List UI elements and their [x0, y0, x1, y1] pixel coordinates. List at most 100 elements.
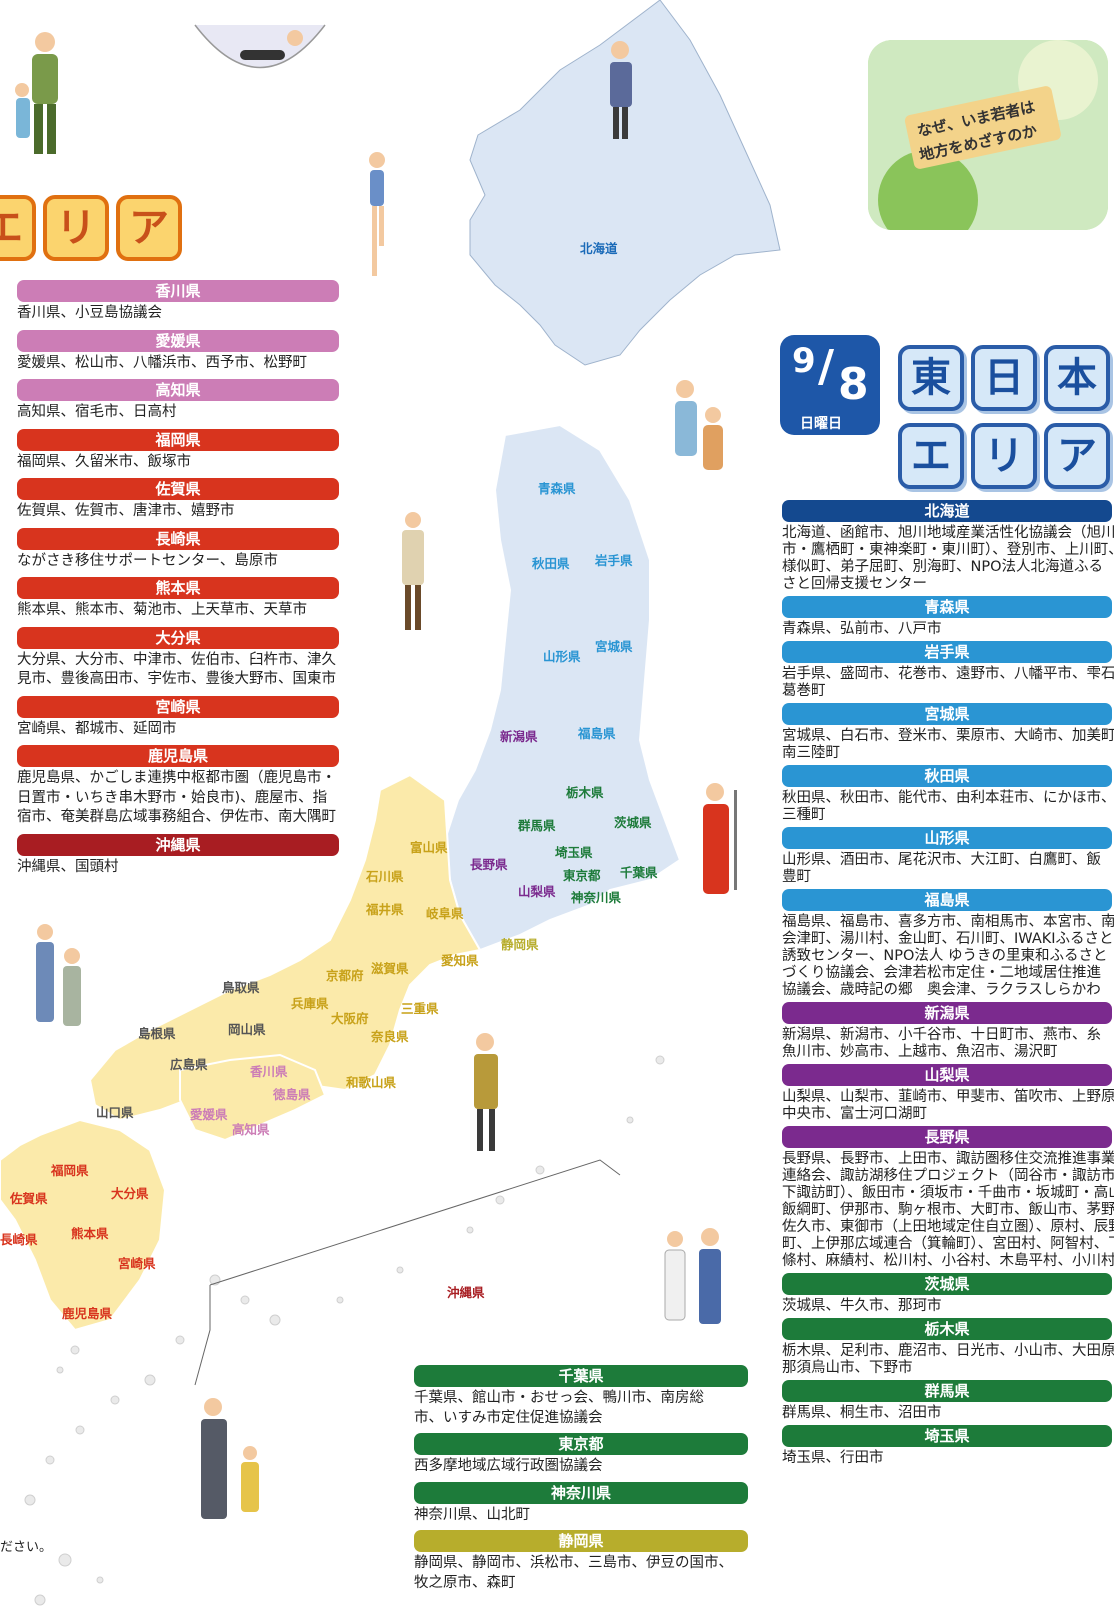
map-label-fukuoka: 福岡県: [51, 1163, 89, 1178]
east-entry-text: 福島県、福島市、喜多方市、南相馬市、本宮市、南: [782, 914, 1114, 930]
map-label-mie: 三重県: [401, 1001, 439, 1016]
west-entry-text: 沖縄県、国頭村: [17, 858, 119, 875]
map-label-ehime: 愛媛県: [190, 1107, 228, 1122]
map-label-gifu: 岐阜県: [426, 906, 464, 921]
east-entry-header: 山梨県: [782, 1064, 1112, 1086]
west-entry-header: 香川県: [17, 280, 339, 302]
east-entry-text: 茨城県、牛久市、那珂市: [782, 1298, 942, 1314]
east-entry-text: づくり協議会、会津若松市定住・二地域居住推進: [782, 965, 1101, 981]
map-label-shimane: 島根県: [138, 1026, 176, 1041]
middle-entry-text: 神奈川県、山北町: [414, 1506, 530, 1523]
map-label-tokushima: 徳島県: [273, 1087, 311, 1102]
east-entry-text: 山形県、酒田市、尾花沢市、大江町、白鷹町、飯: [782, 852, 1101, 868]
map-label-iwate: 岩手県: [595, 553, 633, 568]
east-entry-text: 様似町、弟子屈町、別海町、NPO法人北海道ふる: [782, 559, 1104, 575]
middle-entry-text: 千葉県、館山市・おせっ会、鴨川市、南房総: [414, 1390, 704, 1406]
map-label-kumamoto: 熊本県: [71, 1226, 109, 1241]
cooks-illustration: [655, 1225, 735, 1340]
map-label-hokkaido: 北海道: [580, 241, 618, 256]
east-area-char-2: リ: [971, 423, 1037, 489]
businessman-illustration: [185, 1395, 275, 1525]
east-entry-text: 岩手県、盛岡市、花巻市、遠野市、八幡平市、雫石町、: [782, 666, 1114, 682]
map-label-nagasaki: 長崎県: [0, 1232, 38, 1247]
map-label-gunma: 群馬県: [518, 818, 556, 833]
west-area-char-2: リ: [43, 195, 109, 261]
east-area-char-3: ア: [1044, 423, 1110, 489]
couple-illustration: [30, 920, 90, 1040]
map-label-fukui: 福井県: [366, 902, 404, 917]
event-date-month: 9: [792, 341, 816, 381]
map-label-aomori: 青森県: [538, 481, 576, 496]
east-entry-text: 青森県、弘前市、八戸市: [782, 621, 942, 637]
west-entry-header: 高知県: [17, 379, 339, 401]
middle-entry-text: 西多摩地域広域行政圏協議会: [414, 1458, 603, 1474]
east-entry-text: 誘致センター、NPO法人 ゆうきの里東和ふるさと: [782, 948, 1108, 964]
west-area-title: エ リ ア: [0, 195, 200, 265]
east-entry-text: 北海道、函館市、旭川地域産業活性化協議会（旭川: [782, 525, 1114, 541]
map-label-kagawa: 香川県: [250, 1064, 288, 1079]
west-entry-text: 日置市・いちき串木野市・姶良市)、鹿屋市、指: [17, 789, 328, 806]
map-label-miyagi: 宮城県: [595, 639, 633, 654]
map-label-niigata: 新潟県: [500, 729, 538, 744]
map-label-ishikawa: 石川県: [366, 869, 404, 884]
map-label-saga: 佐賀県: [10, 1191, 48, 1206]
east-entry-text: 佐久市、東御市（上田地域定住自立圏）、原村、辰野: [782, 1219, 1114, 1235]
west-entry-text: 高知県、宿毛市、日高村: [17, 404, 177, 420]
event-date-day: 8: [838, 359, 869, 410]
map-label-chiba: 千葉県: [620, 865, 658, 880]
east-entry-text: 那須烏山市、下野市: [782, 1360, 913, 1376]
map-label-shiga: 滋賀県: [371, 961, 409, 976]
map-label-okinawa: 沖縄県: [447, 1285, 485, 1300]
east-entry-text: 埼玉県、行田市: [782, 1450, 884, 1466]
map-label-yamanashi: 山梨県: [518, 884, 556, 899]
west-entry-header: 宮崎県: [17, 695, 339, 718]
map-label-kagoshima: 鹿児島県: [62, 1306, 113, 1321]
middle-entry-text: 牧之原市、森町: [414, 1574, 516, 1591]
hokkaido-shape: [469, 0, 781, 366]
east-entry-text: 秋田県、秋田市、能代市、由利本荘市、にかほ市、: [782, 790, 1114, 806]
east-entry-text: 会津町、湯川村、金山町、石川町、IWAKIふるさと: [782, 931, 1114, 947]
east-entry-header: 埼玉県: [782, 1425, 1112, 1447]
map-label-ibaraki: 茨城県: [614, 815, 652, 830]
map-label-miyazaki: 宮崎県: [118, 1256, 156, 1271]
yoga-figure-illustration: [357, 148, 397, 283]
east-entry-text: さと回帰支援センター: [782, 576, 927, 592]
east-entry-text: 市・鷹栖町・東神楽町・東川町）、登別市、上川町、: [782, 542, 1114, 558]
west-footer-note: ださい。: [0, 1540, 53, 1555]
people-illustration: [10, 30, 80, 160]
map-label-aichi: 愛知県: [441, 953, 479, 968]
west-area-char-1: エ: [0, 195, 36, 261]
east-entry-header: 青森県: [782, 596, 1112, 618]
east-entry-text: 葛巻町: [782, 683, 826, 699]
east-entry-text: 協議会、歳時記の郷 奥会津、ラクラスしらかわ: [782, 982, 1101, 998]
map-label-osaka: 大阪府: [331, 1011, 369, 1026]
map-label-kochi: 高知県: [232, 1122, 270, 1137]
middle-entry-header: 神奈川県: [414, 1481, 748, 1504]
family-illustration: [665, 375, 735, 505]
east-entry-header: 群馬県: [782, 1380, 1112, 1402]
west-entry-header: 大分県: [17, 626, 339, 649]
kyushu-shape: [0, 1118, 167, 1332]
east-entry-text: 條村、麻績村、松川村、小谷村、木島平村、小川村: [782, 1253, 1114, 1269]
east-entry-header: 山形県: [782, 827, 1112, 849]
middle-entry-header: 東京都: [414, 1433, 748, 1455]
east-entry-text: 群馬県、桐生市、沼田市: [782, 1405, 942, 1421]
event-date-slash: /: [818, 341, 835, 392]
west-entry-text: 宿市、奄美群島広域事務組合、伊佐市、南大隅町: [17, 809, 336, 825]
map-label-okayama: 岡山県: [228, 1022, 266, 1037]
chef-illustration: [600, 38, 640, 143]
map-label-shizuoka: 静岡県: [501, 937, 539, 952]
east-entry-header: 宮城県: [782, 703, 1112, 725]
apron-man-illustration: [393, 510, 433, 635]
west-entry-header: 長崎県: [17, 527, 339, 550]
east-title-char-2: 日: [971, 345, 1037, 411]
east-entry-text: 南三陸町: [782, 745, 840, 761]
middle-entry-text: 市、いすみ市定住促進協議会: [414, 1409, 603, 1426]
east-entry-text: 下諏訪町）、飯田市・須坂市・千曲市・坂城町・高山村・: [782, 1185, 1114, 1201]
east-entry-text: 山梨県、山梨市、韮崎市、甲斐市、笛吹市、上野原市、: [782, 1089, 1114, 1105]
map-label-fukushima: 福島県: [578, 726, 616, 741]
east-entry-header: 新潟県: [782, 1002, 1112, 1024]
event-date-weekday: 日曜日: [800, 416, 842, 432]
hammock-illustration: [190, 20, 330, 80]
west-entry-header: 鹿児島県: [17, 745, 339, 767]
